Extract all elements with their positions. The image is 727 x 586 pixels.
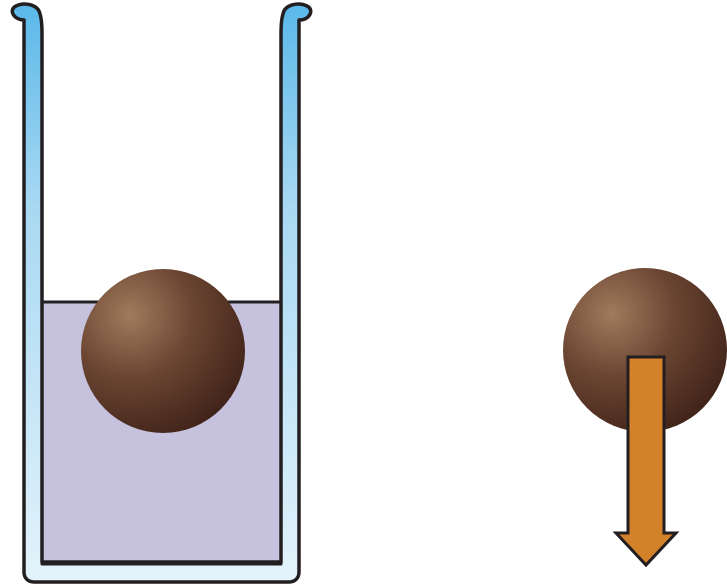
glass-inner-wall bbox=[40, 30, 283, 566]
sphere-free bbox=[563, 268, 727, 432]
glass-beaker bbox=[10, 2, 313, 584]
force-arrow-down bbox=[612, 355, 680, 568]
sphere-in-liquid bbox=[81, 269, 245, 433]
